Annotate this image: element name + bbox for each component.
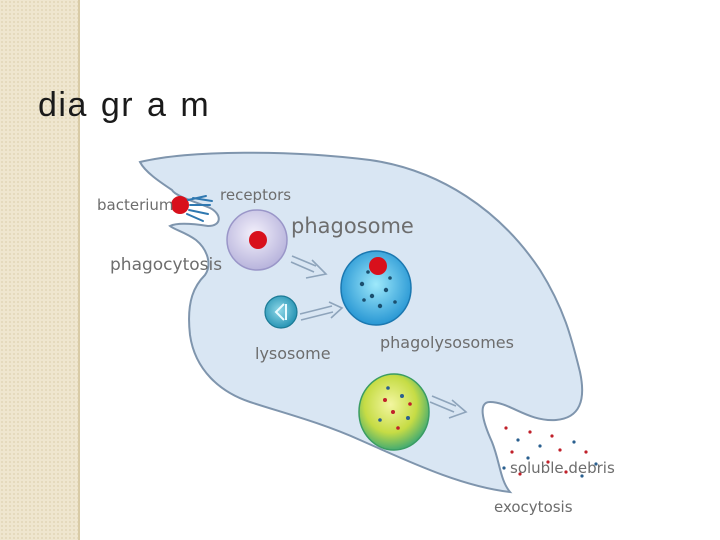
label-receptors: receptors [220,186,291,204]
decorative-side-strip [0,0,80,540]
arrow-lysosome-to-phagolysosome [299,301,344,321]
lysosome-enzyme-mark [274,303,287,321]
phagolysosome [340,250,412,326]
vesicle-debris [378,386,412,430]
label-phagolysosomes: phagolysosomes [380,333,514,352]
label-phagosome: phagosome [291,214,414,238]
phagolysosome-bacterium [369,257,387,275]
phagolysosome-enzymes [359,270,397,309]
label-exocytosis: exocytosis [494,498,573,516]
label-lysosome: lysosome [255,344,331,363]
arrow-to-exocytosis [429,395,468,419]
label-bacterium: bacterium [97,196,174,214]
phagosome-bacterium [249,231,267,249]
side-strip-edge [78,0,80,540]
soluble-debris-particles [502,426,598,478]
label-phagocytosis: phagocytosis [110,255,222,275]
label-soluble-debris: soluble debris [510,459,615,477]
receptor-lines [186,195,213,222]
bacterium [171,196,189,214]
arrow-to-phagolysosome [290,255,328,279]
lysosome [264,295,298,329]
slide-title: dia gr a m [38,86,211,124]
